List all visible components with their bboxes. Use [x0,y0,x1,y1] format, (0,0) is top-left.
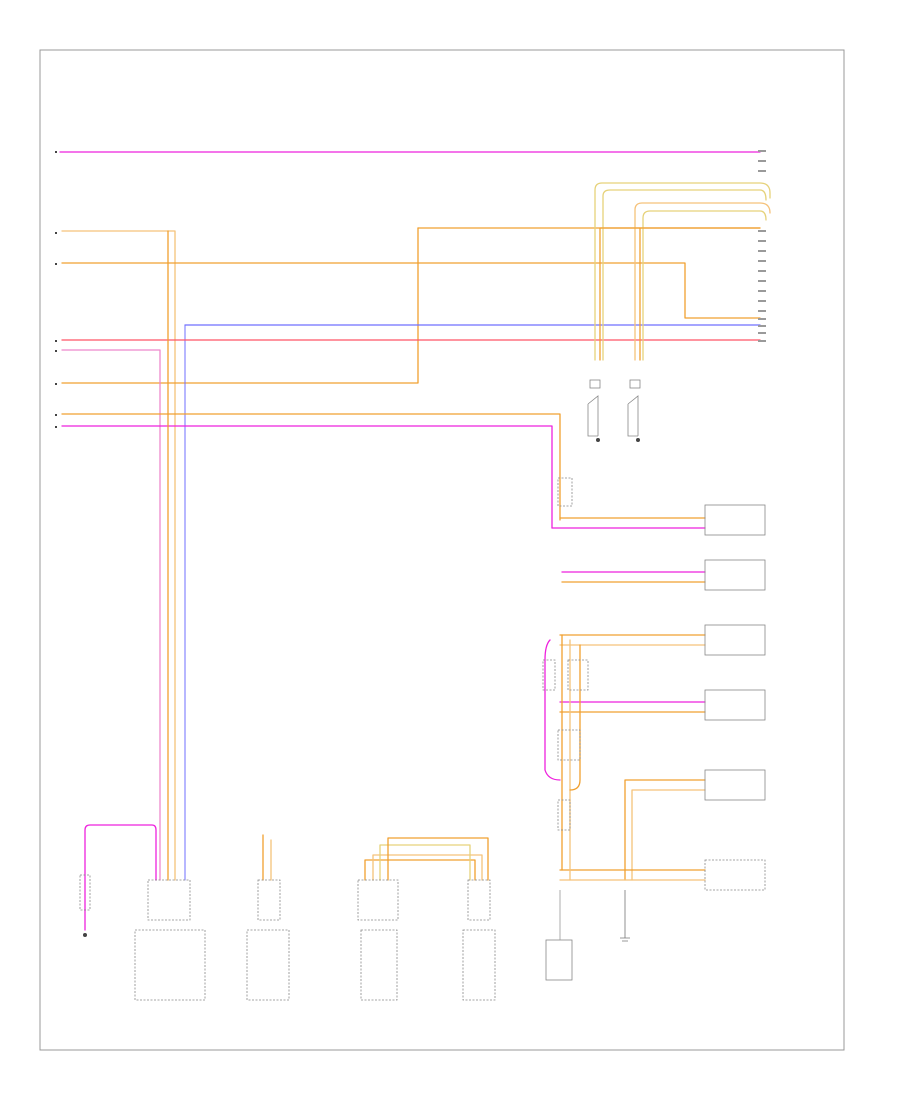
connector-c14 [467,879,491,921]
device-c8 [545,939,573,981]
wire-m5a [624,779,706,881]
connector-c10 [79,874,91,911]
wire-426 [61,425,553,529]
module-5 [704,769,766,801]
ground-c9 [620,890,630,942]
module-3 [704,624,766,656]
right-bus [542,634,589,881]
top-right-bundle [594,182,771,361]
wire-c13d [387,837,489,881]
connector-c13 [357,879,399,921]
module-4 [704,689,766,721]
module-c11 [134,929,206,1001]
module-1 [704,504,766,536]
wire-383 [61,227,419,384]
module-6 [704,859,766,891]
wire-c13b [372,854,483,881]
ground-sensors [587,379,641,442]
module-2 [704,559,766,591]
wire-pink-loop [84,824,157,931]
connector-c12 [257,879,281,921]
module-c12 [246,929,290,1001]
diagram-frame [39,49,845,1051]
wire-pink-350 [61,349,161,881]
wire-414 [61,413,561,521]
module-c13 [360,929,398,1001]
wire-c13a [364,859,476,881]
wire-m5b [631,789,706,881]
wire-231 [61,230,176,881]
module-c14 [462,929,496,1001]
left-terminals [55,151,57,428]
wire-263 [61,262,761,319]
wire-c13c [379,844,471,881]
connector-m1 [557,477,573,507]
top-right-pins [758,150,766,342]
connector-c11 [147,879,191,921]
